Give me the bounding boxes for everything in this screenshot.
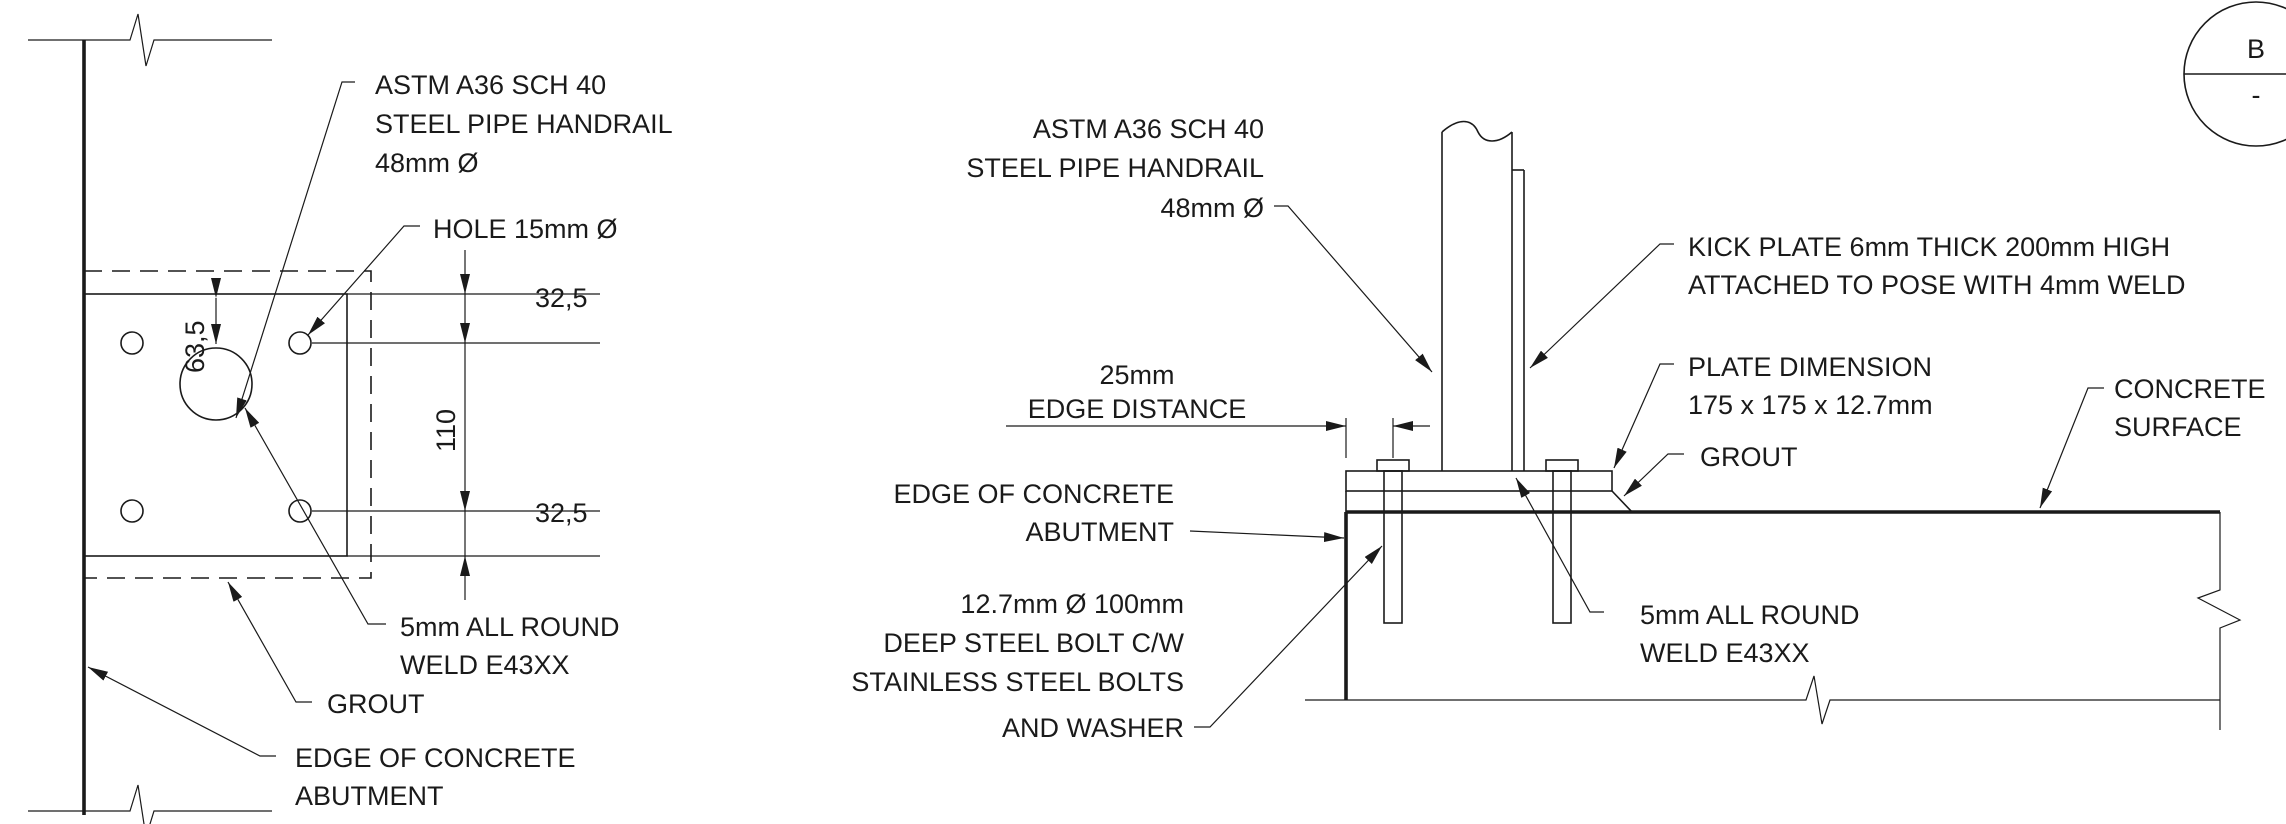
plan-label-edge-2: ABUTMENT — [295, 781, 444, 811]
plan-dim-63-text: 63,5 — [180, 320, 210, 373]
section-label-concrete-2: SURFACE — [2114, 412, 2242, 442]
plan-handrail-pipe — [179, 347, 253, 421]
section-leader-weld — [1515, 477, 1604, 613]
section-label-handrail-1: ASTM A36 SCH 40 — [1033, 114, 1264, 144]
section-label-edge-1: EDGE OF CONCRETE — [893, 479, 1174, 509]
section-grout-layer — [1345, 490, 1634, 513]
detail-callout: B - — [2183, 1, 2286, 147]
section-leader-concrete — [2039, 387, 2104, 509]
section-bolt-left — [1383, 470, 1403, 624]
plan-label-weld-1: 5mm ALL ROUND — [400, 612, 620, 642]
section-label-grout: GROUT — [1700, 442, 1798, 472]
section-label-kick-plate-2: ATTACHED TO POSE WITH 4mm WELD — [1688, 270, 2186, 300]
section-label-bolt-4: AND WASHER — [1002, 713, 1184, 743]
callout-sheet: - — [2252, 80, 2261, 110]
plan-label-handrail-2: STEEL PIPE HANDRAIL — [375, 109, 673, 139]
plan-view: 63,5 32,5 110 32,5 ASTM A36 SCH 40 STEEL… — [28, 13, 673, 824]
plan-bottom-break-line — [28, 784, 272, 824]
section-label-edge-2: ABUTMENT — [1026, 517, 1175, 547]
section-right-break-line — [2196, 512, 2242, 730]
section-label-weld-2: WELD E43XX — [1640, 638, 1810, 668]
section-leader-bolt — [1194, 545, 1383, 728]
plan-leader-grout — [227, 581, 312, 703]
section-label-kick-plate-1: KICK PLATE 6mm THICK 200mm HIGH — [1688, 232, 2170, 262]
section-view: 25mm EDGE DISTANCE ASTM A36 SCH 40 STEEL… — [851, 114, 2265, 743]
plan-label-handrail-1: ASTM A36 SCH 40 — [375, 70, 606, 100]
section-leader-kick-plate — [1529, 243, 1674, 369]
plan-label-hole: HOLE 15mm Ø — [433, 214, 618, 244]
section-label-plate-2: 175 x 175 x 12.7mm — [1688, 390, 1933, 420]
section-bolt-right — [1552, 470, 1572, 624]
section-label-plate-1: PLATE DIMENSION — [1688, 352, 1932, 382]
plan-leader-hole — [307, 225, 420, 336]
section-label-concrete-1: CONCRETE — [2114, 374, 2266, 404]
plan-grout-outline — [83, 270, 372, 579]
plan-top-break-line — [28, 13, 272, 67]
callout-letter: B — [2247, 34, 2265, 64]
section-label-weld-1: 5mm ALL ROUND — [1640, 600, 1860, 630]
plan-hole-top-left — [120, 331, 144, 355]
section-label-edge-distance-1: 25mm — [1099, 360, 1174, 390]
section-label-handrail-2: STEEL PIPE HANDRAIL — [966, 153, 1264, 183]
section-label-handrail-3: 48mm Ø — [1160, 193, 1264, 223]
plan-hole-top-right — [288, 331, 312, 355]
plan-hole-bottom-right — [288, 499, 312, 523]
section-label-bolt-3: STAINLESS STEEL BOLTS — [851, 667, 1184, 697]
section-leader-edge — [1189, 530, 1345, 543]
plan-label-handrail-3: 48mm Ø — [375, 148, 479, 178]
plan-label-grout: GROUT — [327, 689, 425, 719]
section-label-bolt-2: DEEP STEEL BOLT C/W — [883, 628, 1184, 658]
section-bolt-nut-right — [1545, 459, 1579, 472]
plan-leader-edge — [87, 666, 276, 757]
plan-leader-handrail — [235, 81, 355, 419]
section-leader-handrail — [1274, 205, 1433, 373]
plan-dim-top-text: 32,5 — [535, 283, 588, 313]
section-base-plate — [1345, 470, 1613, 492]
section-leader-plate — [1613, 363, 1674, 469]
plan-label-edge-1: EDGE OF CONCRETE — [295, 743, 576, 773]
section-label-edge-distance-2: EDGE DISTANCE — [1028, 394, 1247, 424]
plan-dim-bottom-text: 32,5 — [535, 498, 588, 528]
section-label-bolt-1: 12.7mm Ø 100mm — [960, 589, 1184, 619]
section-bottom-break-line — [1305, 675, 2220, 725]
plan-dim-110-text: 110 — [431, 409, 461, 452]
section-bolt-nut-left — [1376, 459, 1410, 472]
plan-label-weld-2: WELD E43XX — [400, 650, 570, 680]
plan-hole-bottom-left — [120, 499, 144, 523]
section-leader-grout — [1623, 453, 1684, 497]
plan-leader-weld — [244, 407, 386, 625]
section-pipe-break — [1441, 120, 1513, 142]
